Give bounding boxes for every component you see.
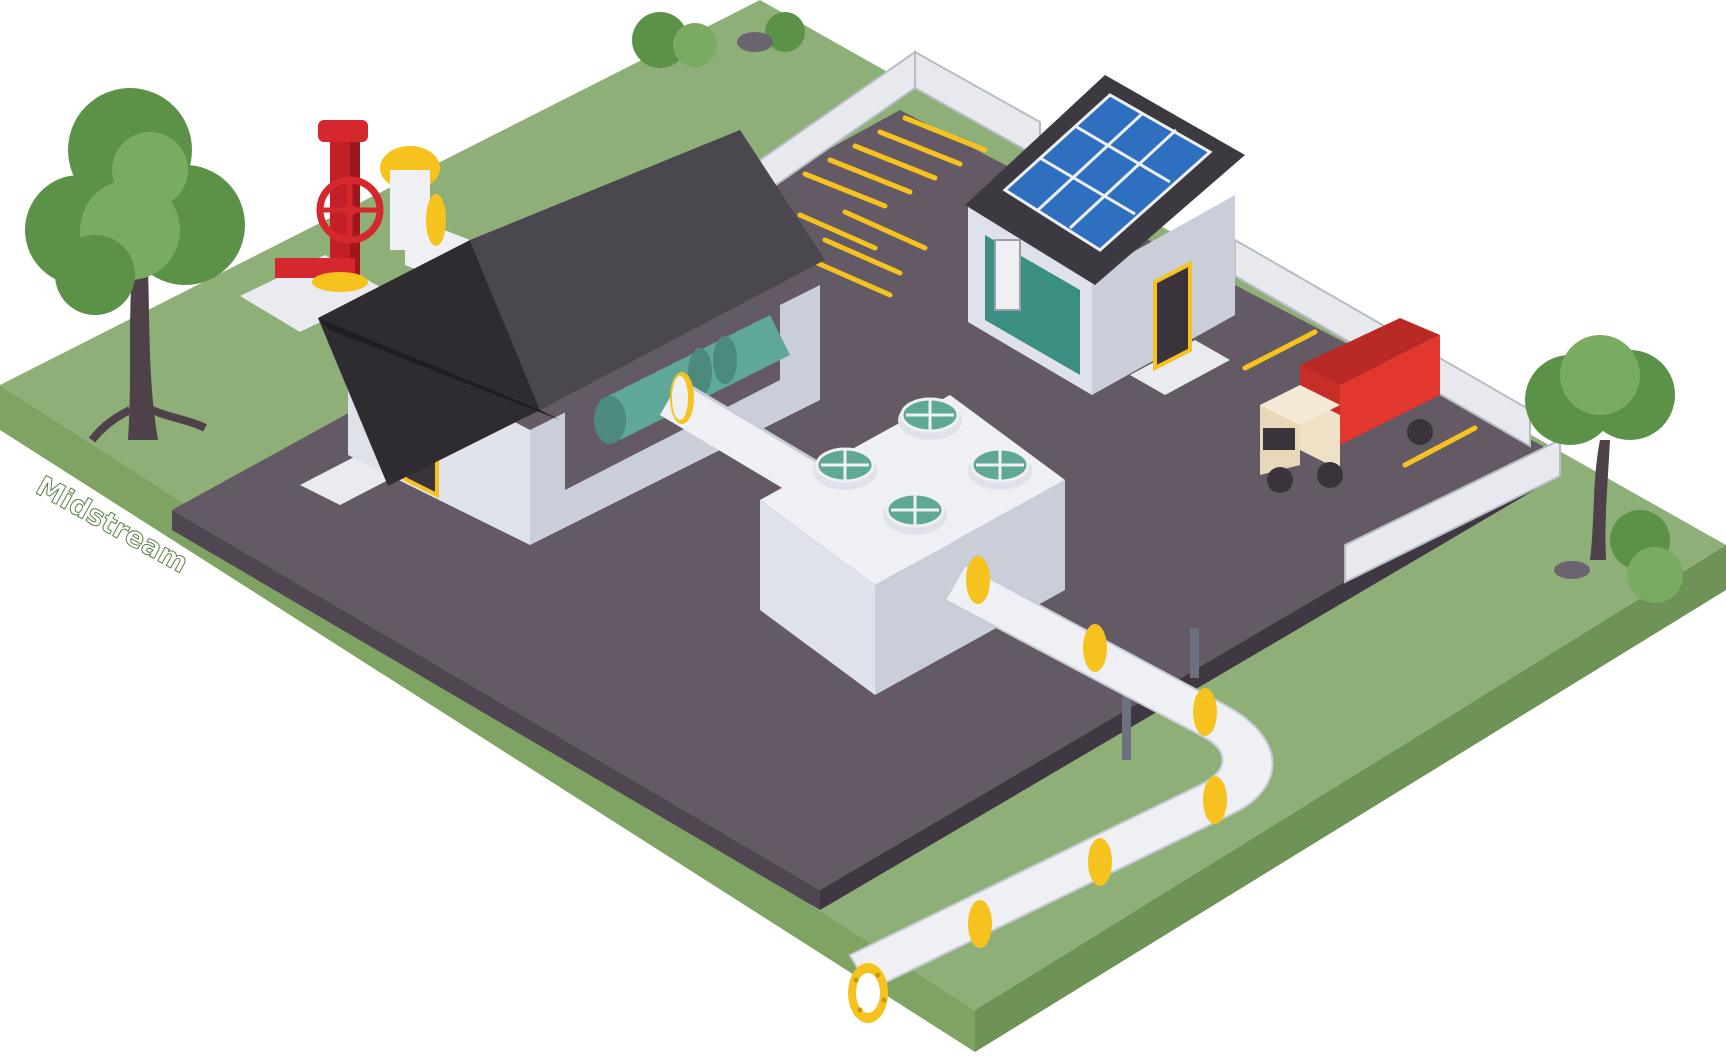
truck-wheel: [1407, 419, 1433, 445]
control-door: [1153, 260, 1192, 372]
valve-icon: [240, 120, 385, 332]
teal-pipe: [594, 315, 790, 444]
truck-icon: [1260, 318, 1440, 493]
shrubs-top: [632, 12, 805, 68]
parking-lines: [797, 115, 1478, 468]
cooling-fan-icon: [883, 492, 947, 535]
truck-wheel: [1317, 462, 1343, 488]
control-panel: [994, 239, 1021, 311]
fence-front-right: [1344, 438, 1561, 584]
truck-wheel: [1267, 467, 1293, 493]
truck-hood: [1260, 385, 1340, 425]
pipeline-lower: [848, 556, 1274, 1023]
tree-icon: [25, 88, 245, 443]
roof-front-gable: [318, 318, 560, 420]
cooling-fan-icon: [898, 397, 962, 440]
cooler-left: [760, 500, 875, 695]
truck-bed-side: [1340, 335, 1440, 445]
cooling-fan-icon: [968, 447, 1032, 490]
truck-bed-top: [1300, 318, 1440, 385]
tree-icon: [1525, 335, 1683, 603]
control-slab: [1130, 340, 1230, 395]
control-building: [965, 75, 1245, 395]
ground-side-right: [975, 545, 1726, 1052]
truck-grille: [1263, 428, 1295, 450]
asphalt-side-right: [820, 455, 1560, 910]
roof-right: [470, 130, 825, 410]
bollards: [1122, 628, 1199, 760]
asphalt-side: [172, 510, 820, 910]
solar-panel-icon: [1002, 93, 1213, 252]
cooling-fan-icon: [813, 447, 877, 490]
cooler-top: [760, 395, 1065, 585]
roof-left: [318, 240, 540, 486]
